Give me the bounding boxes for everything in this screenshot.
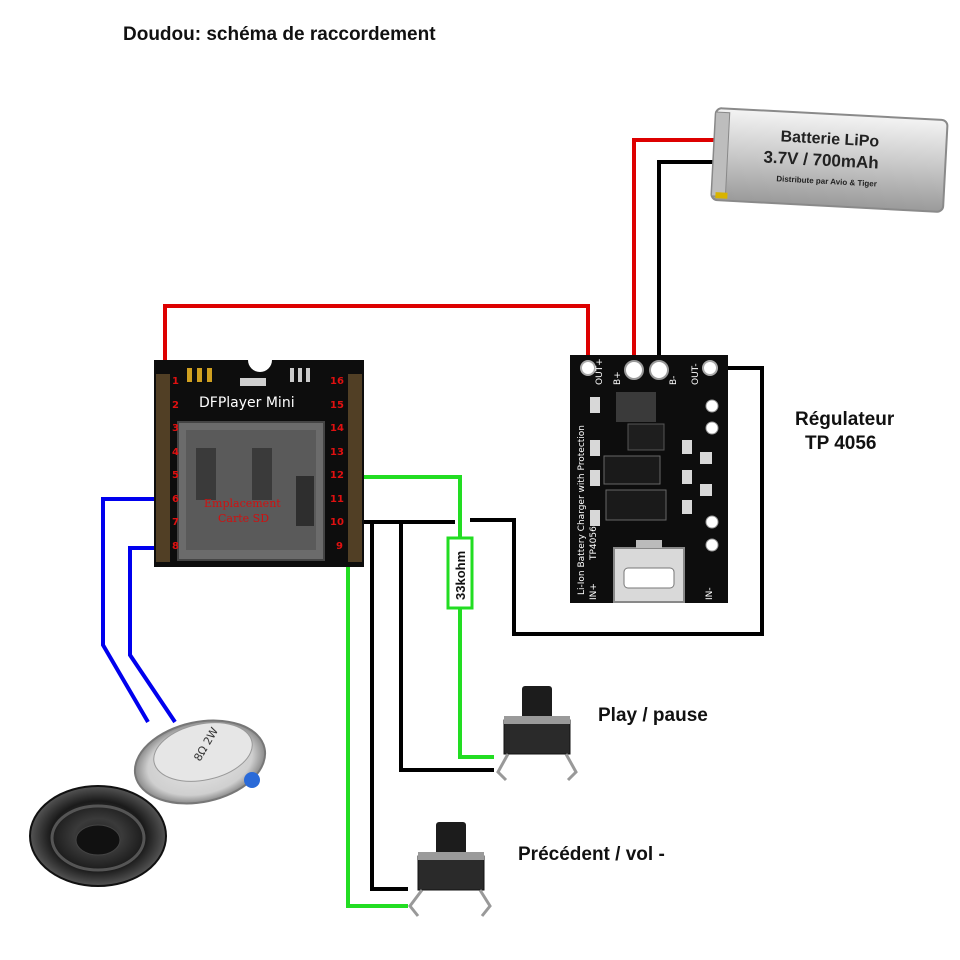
- button-previous-label: Précédent / vol -: [518, 844, 665, 865]
- pin-label: 13: [330, 447, 344, 458]
- resistor: 33kohm: [446, 536, 474, 610]
- pin-label: 8: [172, 541, 179, 552]
- diagram-title: Doudou: schéma de raccordement: [123, 24, 436, 45]
- regulator-module: OUT+ B+ B- OUT- Li-Ion Battery Charger w…: [570, 355, 728, 603]
- wire-battery-plus-red: [632, 138, 727, 368]
- dfplayer-right-pins: 16 15 14 13 12 11 10 9: [330, 374, 362, 562]
- pin-label: 12: [330, 470, 344, 481]
- regulator-board-text: Li-Ion Battery Charger with Protection: [577, 425, 587, 595]
- wire-out-minus-black: [470, 366, 764, 636]
- wire-gnd-play-black: [399, 522, 494, 772]
- wire-play-green: [458, 606, 494, 759]
- pin-label: 15: [330, 400, 344, 411]
- pin-b-minus-label: B-: [669, 376, 679, 385]
- wire-gnd-prev-black: [370, 522, 408, 891]
- dfplayer-name: DFPlayer Mini: [199, 395, 295, 411]
- wire-battery-minus-black: [657, 160, 727, 368]
- sd-slot-label-line1: Emplacement: [204, 497, 281, 510]
- pin-out-minus-label: OUT-: [691, 363, 701, 385]
- pin-label: 3: [172, 423, 179, 434]
- dfplayer-module: DFPlayer Mini Emplacement Carte SD 1 2 3…: [154, 360, 364, 567]
- pin-label: 6: [172, 494, 179, 505]
- pin-in-plus-label: IN+: [589, 583, 599, 600]
- pin-label: 5: [172, 470, 179, 481]
- pin-label: 9: [336, 541, 343, 552]
- regulator-label-line1: Régulateur: [795, 409, 895, 430]
- sd-slot-label-line2: Carte SD: [218, 512, 269, 525]
- pin-label: 10: [330, 517, 344, 528]
- pin-in-minus-label: IN-: [705, 587, 715, 600]
- wire-vcc-red: [163, 304, 590, 382]
- pin-label: 2: [172, 400, 179, 411]
- pin-label: 14: [330, 423, 344, 434]
- dfplayer-left-pins: 1 2 3 4 5 6 7 8: [156, 374, 179, 562]
- pin-b-plus-label: B+: [613, 371, 623, 385]
- wire-speaker-b-blue: [128, 546, 177, 724]
- battery: Batterie LiPo 3.7V / 700mAh Distribute p…: [710, 107, 949, 213]
- pin-label: 1: [172, 376, 179, 387]
- pin-label: 4: [172, 447, 179, 458]
- wires: [101, 138, 764, 908]
- pin-label: 7: [172, 517, 179, 528]
- button-play-pause: [496, 686, 578, 782]
- wire-adkey1-green: [357, 475, 462, 540]
- button-previous: [408, 822, 492, 917]
- wire-speaker-a-blue: [101, 497, 158, 724]
- battery-label-line1: Batterie LiPo: [780, 128, 880, 150]
- speaker: 8Ω 2W: [29, 719, 267, 887]
- pin-label: 16: [330, 376, 344, 387]
- pin-out-plus-label: OUT+: [595, 358, 605, 385]
- pin-label: 11: [330, 494, 344, 505]
- button-play-label: Play / pause: [598, 705, 708, 726]
- regulator-chip-text: TP4056: [589, 526, 599, 561]
- regulator-label-line2: TP 4056: [805, 433, 876, 454]
- resistor-label: 33kohm: [453, 551, 468, 600]
